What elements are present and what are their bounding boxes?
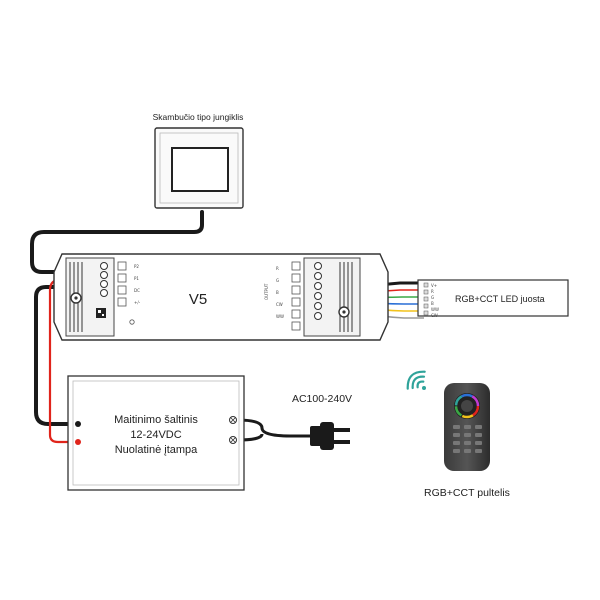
screw-terminal xyxy=(314,262,322,270)
wall-switch xyxy=(154,127,244,209)
led-strip xyxy=(417,279,569,317)
controller-model: V5 xyxy=(189,291,207,308)
left-marking: P2 xyxy=(134,264,139,269)
screw-terminal xyxy=(100,280,108,288)
right-marking: B xyxy=(276,290,279,295)
right-marking: G xyxy=(276,278,279,283)
psu-line-3: Nuolatinė įtampa xyxy=(115,444,198,456)
power-supply xyxy=(67,375,245,491)
screw-terminal xyxy=(100,262,108,270)
right-marking: WW xyxy=(276,314,284,319)
dc-wire-black xyxy=(34,285,102,426)
remote-label: RGB+CCT pultelis xyxy=(424,487,510,499)
strip-pin-label: V+ xyxy=(431,283,437,288)
right-key-column xyxy=(291,261,301,331)
screw-terminal xyxy=(314,282,322,290)
switch-label: Skambučio tipo jungiklis xyxy=(153,112,244,122)
screw-terminal xyxy=(100,289,108,297)
right-terminal-block xyxy=(303,257,361,337)
screw-terminal xyxy=(314,292,322,300)
right-marking: CW xyxy=(276,302,283,307)
strip-pin-label: R xyxy=(431,289,434,294)
screw-terminal xyxy=(314,302,322,310)
strip-pin-label: B xyxy=(431,301,434,306)
indicator-led xyxy=(129,319,135,325)
psu-line-2: 12-24VDC xyxy=(130,429,181,441)
output-marking: OUTPUT xyxy=(264,283,269,300)
left-marking: P1 xyxy=(134,276,139,281)
psu-terminal-negative xyxy=(75,421,81,427)
strip-pin-label: G xyxy=(431,295,434,300)
ac-wire xyxy=(236,418,312,438)
left-marking: +/- xyxy=(134,300,141,305)
mains-label: AC100-240V xyxy=(292,393,352,405)
remote-control xyxy=(444,383,490,471)
screw-terminal xyxy=(314,272,322,280)
screw-terminal xyxy=(314,312,322,320)
ac-plug xyxy=(310,422,350,450)
psu-terminal-positive xyxy=(75,439,81,445)
left-key-column xyxy=(117,261,127,307)
strip-pin-label: CW xyxy=(431,313,438,318)
screw-terminal xyxy=(100,271,108,279)
left-marking: DC xyxy=(134,288,140,293)
strip-pin-label: WW xyxy=(431,307,439,312)
psu-line-1: Maitinimo šaltinis xyxy=(114,414,198,426)
led-strip-label: RGB+CCT LED juosta xyxy=(455,294,545,304)
right-marking: R xyxy=(276,266,279,271)
left-terminal-block xyxy=(65,257,115,337)
wifi-signal-icon xyxy=(406,370,426,390)
controller-v5: P2 P1 DC +/- V5 R G B CW WW OUTPUT xyxy=(53,253,389,341)
switch-wire xyxy=(30,210,204,274)
